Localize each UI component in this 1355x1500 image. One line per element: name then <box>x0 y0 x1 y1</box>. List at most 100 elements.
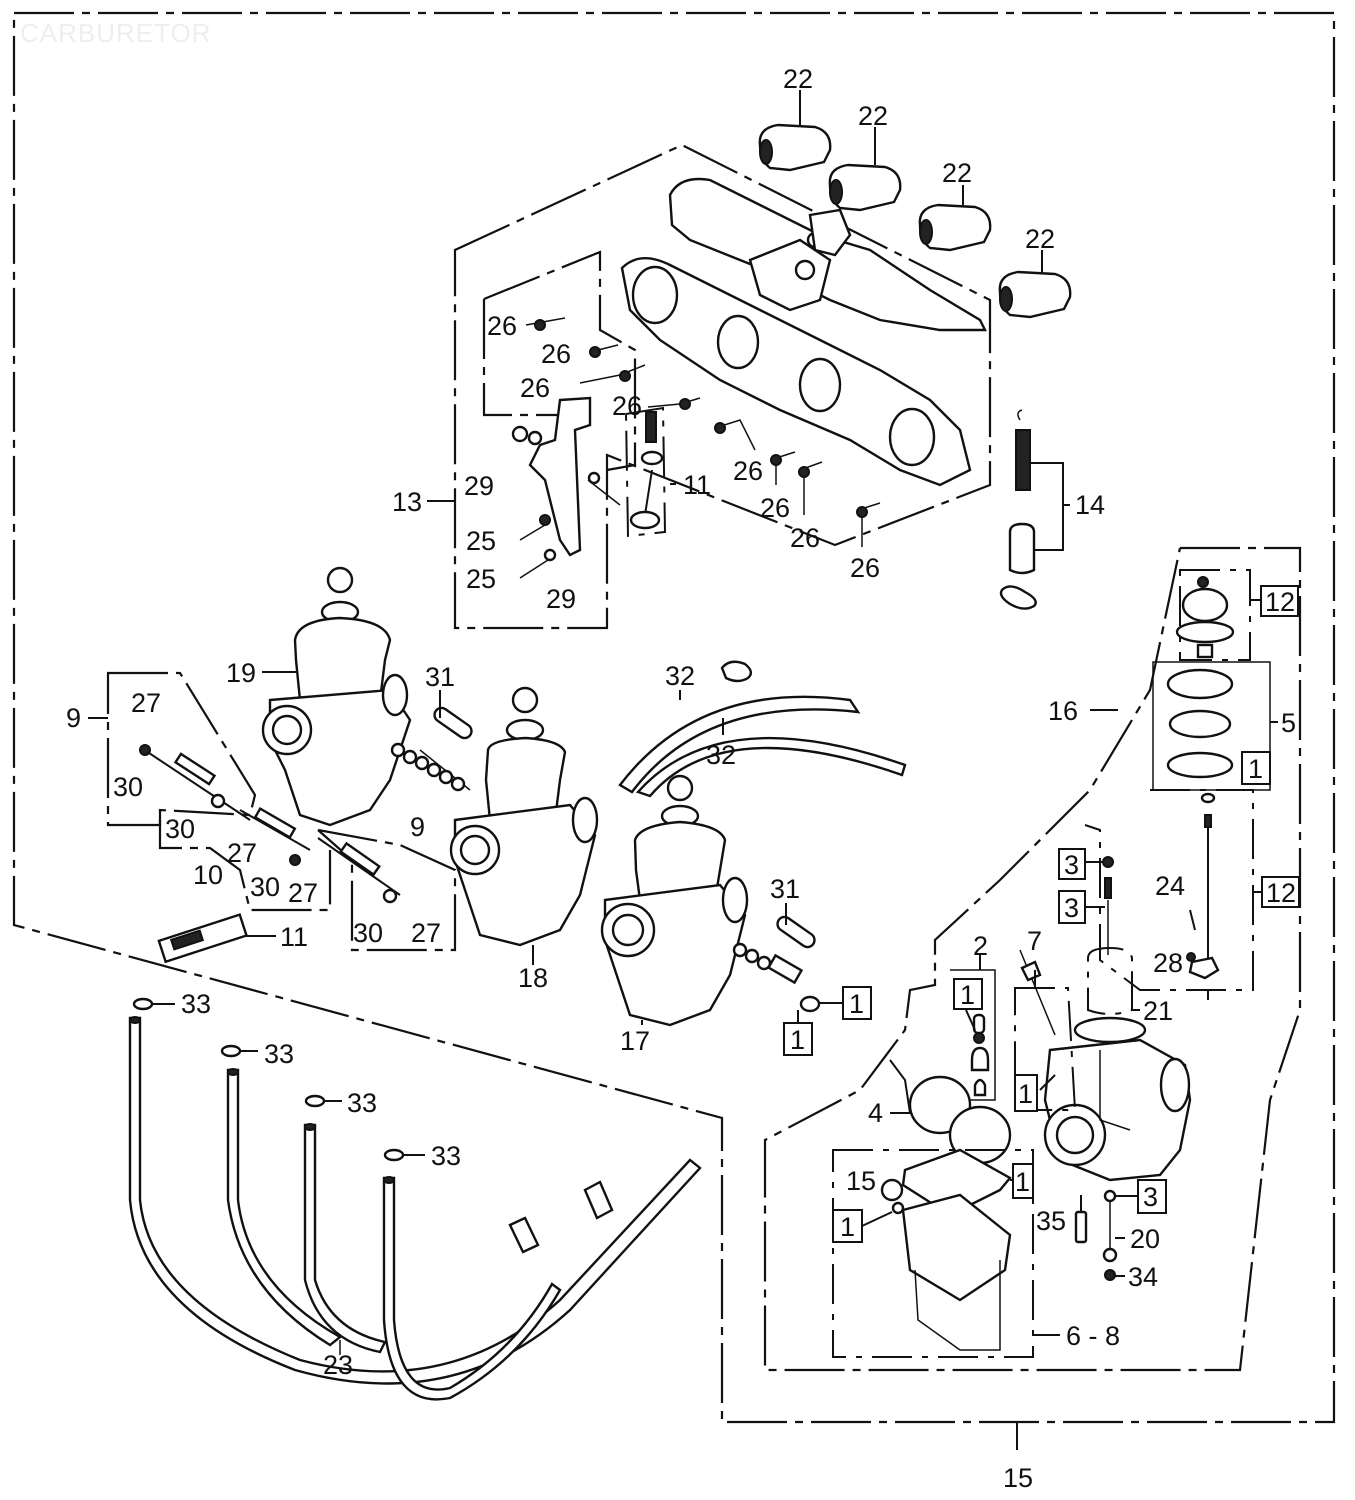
carburetor-body-detail <box>1014 949 1192 1182</box>
callout-22: 22 <box>1025 224 1055 254</box>
callout-26: 26 <box>541 339 571 369</box>
float-parts <box>832 955 1138 1358</box>
callout-32: 32 <box>665 661 695 691</box>
boxed-callout-1: 1 <box>783 1022 813 1056</box>
callout-25: 25 <box>466 526 496 556</box>
callout-2: 2 <box>973 931 988 961</box>
callout-5: 5 <box>1281 708 1296 738</box>
callout-10: 10 <box>193 860 223 890</box>
svg-text:12: 12 <box>1265 587 1295 617</box>
callout-33: 33 <box>264 1039 294 1069</box>
boxed-callout-1: 1 <box>1012 1163 1034 1199</box>
callout-26: 26 <box>733 456 763 486</box>
callout-26: 26 <box>790 523 820 553</box>
insulator <box>918 185 992 252</box>
boxed-callout-3: 3 <box>1058 890 1086 924</box>
callout-16: 16 <box>1048 696 1078 726</box>
callout-4: 4 <box>868 1098 883 1128</box>
throttle-stop-screw-upper <box>624 406 676 538</box>
callout-26: 26 <box>612 391 642 421</box>
callout-27: 27 <box>131 688 161 718</box>
callout-33: 33 <box>431 1141 461 1171</box>
carburetor-18 <box>449 686 599 965</box>
boxed-callout-1: 1 <box>1014 1074 1038 1112</box>
boxed-callout-1: 1 <box>832 1209 863 1243</box>
callout-18: 18 <box>518 963 548 993</box>
boxed-callout-12: 12 <box>1260 585 1299 617</box>
callout-19: 19 <box>226 658 256 688</box>
callout-15: 15 <box>846 1166 876 1196</box>
svg-text:12: 12 <box>1266 878 1296 908</box>
callout-9: 9 <box>410 812 425 842</box>
boxed-callouts: 12 1 12 3 3 1 1 1 1 1 1 3 <box>783 585 1300 1243</box>
top-parts <box>1084 569 1278 1000</box>
callout-32: 32 <box>706 740 736 770</box>
boxed-callout-3: 3 <box>1137 1179 1167 1214</box>
diagram-title: CARBURETOR <box>20 18 212 48</box>
svg-text:3: 3 <box>1064 893 1079 923</box>
callout-26: 26 <box>487 311 517 341</box>
callout-30: 30 <box>165 814 195 844</box>
callout-31: 31 <box>770 874 800 904</box>
callout-29: 29 <box>464 471 494 501</box>
callout-33: 33 <box>181 989 211 1019</box>
callout-24: 24 <box>1155 871 1185 901</box>
insulators-22 <box>758 90 1072 319</box>
callout-25: 25 <box>466 564 496 594</box>
callout-35: 35 <box>1036 1206 1066 1236</box>
callout-23: 23 <box>323 1350 353 1380</box>
svg-text:3: 3 <box>1143 1182 1158 1212</box>
boxed-callout-1: 1 <box>1241 751 1271 785</box>
svg-text:1: 1 <box>1248 754 1263 784</box>
callout-29: 29 <box>546 584 576 614</box>
boxed-callout-12: 12 <box>1261 876 1300 908</box>
jets-and-slide <box>1073 856 1147 1044</box>
callout-17: 17 <box>620 1026 650 1056</box>
callout-27: 27 <box>411 918 441 948</box>
intake-manifold <box>620 177 987 487</box>
svg-text:1: 1 <box>849 989 864 1019</box>
bolts-26 <box>525 317 881 547</box>
spring-set-14 <box>999 409 1070 610</box>
callout-14: 14 <box>1075 490 1105 520</box>
callout-33: 33 <box>347 1088 377 1118</box>
callout-26: 26 <box>520 373 550 403</box>
callout-21: 21 <box>1143 996 1173 1026</box>
callout-22: 22 <box>858 101 888 131</box>
svg-text:1: 1 <box>960 980 975 1010</box>
drain-tubes-23 <box>128 997 702 1401</box>
joint-tube-31-upper <box>433 690 473 740</box>
carburetor-17 <box>600 774 821 1027</box>
boxed-callout-3: 3 <box>1058 848 1086 880</box>
callout-7: 7 <box>1027 926 1042 956</box>
joint-tube-31-lower <box>776 903 816 949</box>
callout-30: 30 <box>113 772 143 802</box>
frame-assembly-15 <box>12 11 1336 1450</box>
svg-text:3: 3 <box>1064 850 1079 880</box>
callout-22: 22 <box>942 158 972 188</box>
callout-20: 20 <box>1130 1224 1160 1254</box>
linkage-group <box>88 671 457 964</box>
callout-22: 22 <box>783 64 813 94</box>
callout-34: 34 <box>1128 1262 1158 1292</box>
boxed-callout-1: 1 <box>842 986 872 1020</box>
insulator <box>828 127 902 212</box>
carburetor-19 <box>261 566 471 827</box>
callout-6-8: 6 - 8 <box>1066 1321 1120 1351</box>
callout-11: 11 <box>280 922 308 952</box>
callout-27: 27 <box>227 838 257 868</box>
frame-bracket-13 <box>427 143 992 630</box>
callout-26: 26 <box>760 493 790 523</box>
callout-9: 9 <box>66 703 81 733</box>
svg-text:1: 1 <box>1015 1167 1030 1197</box>
callout-28: 28 <box>1153 948 1183 978</box>
callout-15: 15 <box>1003 1463 1033 1493</box>
callout-31: 31 <box>425 662 455 692</box>
callout-30: 30 <box>250 872 280 902</box>
svg-text:1: 1 <box>1018 1079 1033 1109</box>
svg-text:1: 1 <box>790 1025 805 1055</box>
callout-13: 13 <box>392 487 422 517</box>
insulator <box>758 90 832 172</box>
bracket <box>511 396 621 579</box>
